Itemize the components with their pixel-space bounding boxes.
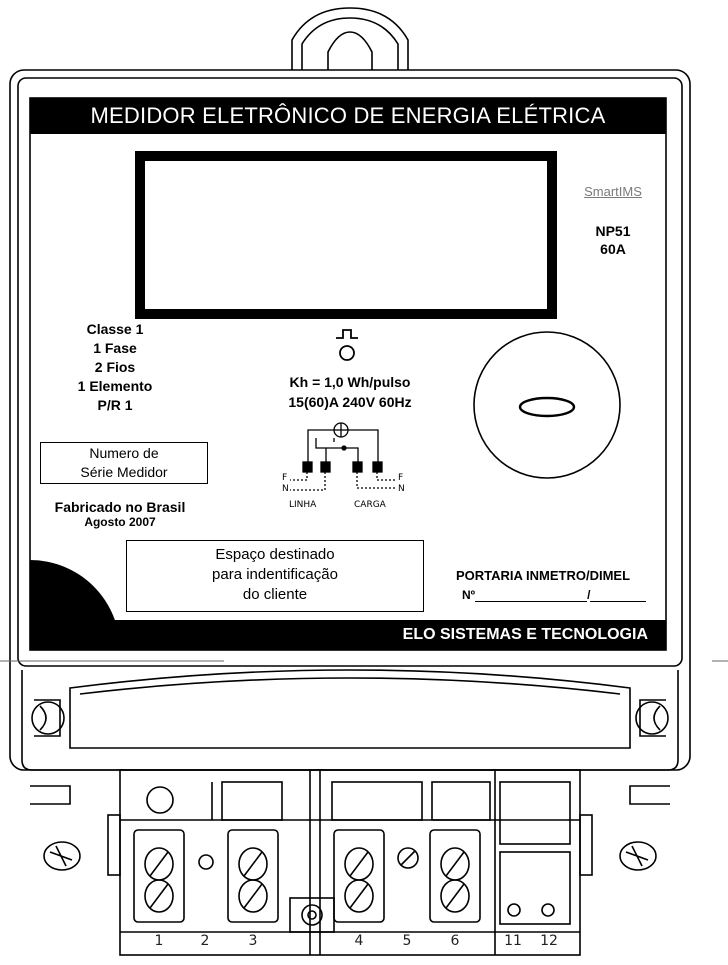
wiring-carga-label: CARGA (354, 500, 386, 510)
spec-pr: P/R 1 (97, 397, 133, 413)
serial-line2: Série Medidor (80, 464, 168, 480)
meter-body (9, 69, 691, 771)
wiring-f-right: F (398, 473, 404, 483)
terminal-number-1: 1 (154, 933, 164, 949)
electrical-rating: 15(60)A 240V 60Hz (288, 394, 412, 410)
brand-name: SmartIMS (584, 184, 642, 199)
wiring-diagram (290, 422, 396, 491)
lcd-display (135, 151, 557, 319)
wiring-n-right: N (398, 484, 405, 494)
terminal-screws (133, 781, 571, 933)
client-id-box: Espaço destinado para indentificação do … (126, 540, 424, 612)
terminal-number-12: 12 (540, 933, 558, 949)
pulse-constant: Kh = 1,0 Wh/pulso (289, 374, 411, 390)
client-line3: do cliente (242, 586, 308, 603)
pulse-spec: Kh = 1,0 Wh/pulso 15(60)A 240V 60Hz (240, 372, 460, 412)
pulse-led-icon (336, 329, 358, 339)
meter-specs: Classe 1 1 Fase 2 Fios 1 Elemento P/R 1 (40, 320, 190, 415)
serial-number-box: Numero de Série Medidor (40, 442, 208, 484)
terminal-cover (21, 670, 679, 771)
portaria-label: PORTARIA INMETRO/DIMEL (455, 568, 631, 583)
client-line1: Espaço destinado (215, 546, 335, 563)
spec-fios: 2 Fios (94, 359, 136, 375)
model-info: NP51 60A (566, 222, 660, 258)
terminal-number-6: 6 (450, 933, 460, 949)
spec-elemento: 1 Elemento (77, 378, 153, 394)
wiring-f-left: F (282, 473, 288, 483)
terminal-number-5: 5 (402, 933, 412, 949)
model-number: NP51 (595, 223, 631, 239)
client-line2: para indentificação (212, 566, 338, 583)
terminal-number-4: 4 (354, 933, 364, 949)
portaria-separator: / (587, 588, 591, 602)
serial-line1: Numero de (89, 445, 159, 461)
current-rating: 60A (600, 241, 626, 257)
hanger-hook (291, 7, 409, 70)
spec-fase: 1 Fase (93, 340, 137, 356)
terminal-number-11: 11 (504, 933, 522, 949)
optical-port (473, 331, 621, 479)
manufacture-info: Fabricado no Brasil Agosto 2007 (40, 500, 200, 530)
spec-classe: Classe 1 (86, 321, 144, 337)
portaria-number-prefix: Nº (462, 588, 476, 602)
terminal-block (119, 769, 581, 956)
made-in: Fabricado no Brasil (54, 499, 186, 515)
wiring-n-left: N (282, 484, 289, 494)
wiring-linha-label: LINHA (289, 500, 317, 510)
manufacturer-footer: ELO SISTEMAS E TECNOLOGIA (30, 620, 666, 650)
made-date: Agosto 2007 (84, 515, 156, 529)
meter-title: MEDIDOR ELETRÔNICO DE ENERGIA ELÉTRICA (30, 98, 666, 134)
terminal-number-2: 2 (200, 933, 210, 949)
terminal-number-3: 3 (248, 933, 258, 949)
portaria-number-line: Nº / (462, 588, 647, 602)
